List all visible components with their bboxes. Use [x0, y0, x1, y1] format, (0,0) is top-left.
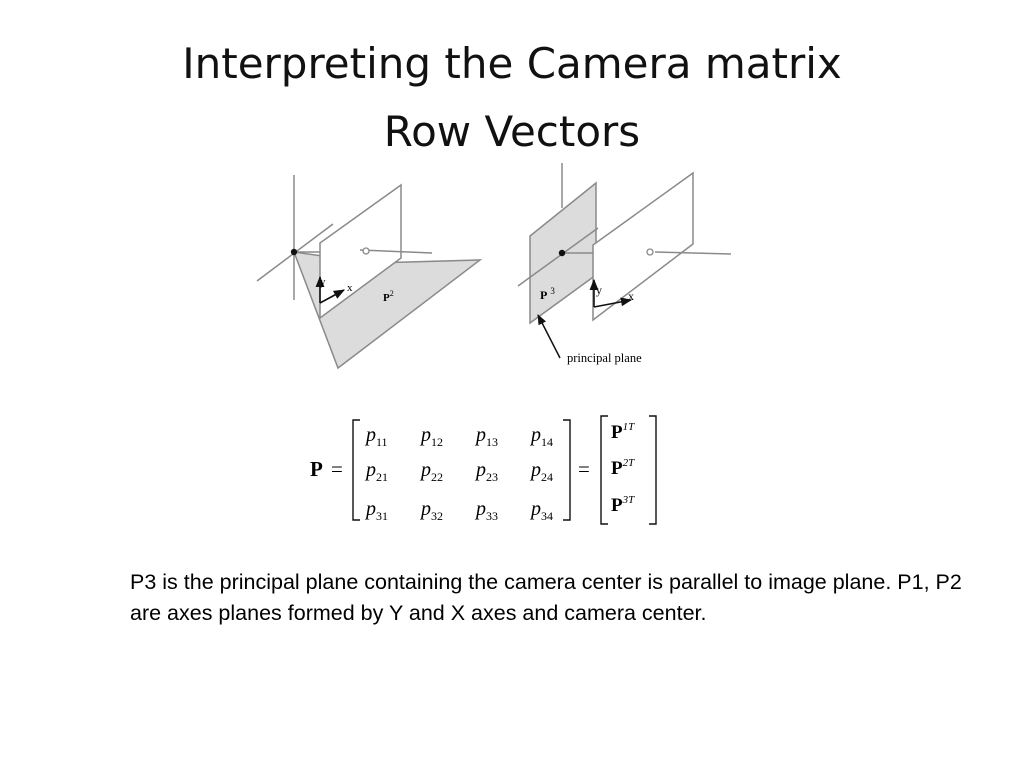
matrix-entry-p14: p14 [529, 424, 553, 449]
svg-text:P2: P2 [383, 289, 394, 304]
equation-equals-1: = [331, 457, 343, 481]
row-vector-3t: P3T [611, 494, 635, 516]
row-vectors: P1T P2T P3T [611, 421, 635, 516]
right-bracket-close [649, 415, 657, 525]
plane-label-p2: P [383, 292, 390, 304]
matrix-entry-p21: p21 [364, 459, 388, 484]
slide-title-line2: Row Vectors [383, 107, 641, 156]
svg-text:P3: P3 [540, 286, 555, 302]
slide-caption: P3 is the principal plane containing the… [130, 570, 962, 625]
slide-title-line1: Interpreting the Camera matrix [182, 39, 842, 88]
camera-center-right [558, 249, 566, 257]
left-bracket-open [352, 419, 360, 521]
left-bracket-close [563, 419, 571, 521]
equation-lhs: P [310, 457, 323, 481]
diagonal-axis-right [517, 227, 599, 287]
x-label-right: x [628, 289, 634, 303]
camera-matrix-equation: P = p11 p12 p13 p14 p21 p22 p23 p24 p31 p32 p33 p34… [310, 415, 657, 525]
matrix-entry-p23: p23 [474, 459, 498, 484]
row-vector-1t: P1T [611, 421, 635, 443]
plane-sup-p2: 2 [390, 289, 394, 298]
y-label-right: y [596, 283, 602, 297]
right-bracket-open [600, 415, 608, 525]
x-axis-arrow-left [319, 289, 345, 304]
matrix-entry-p33: p33 [474, 498, 498, 523]
image-plane-right [592, 171, 694, 322]
plane-sup-p3: 3 [550, 286, 555, 296]
principal-point-left [362, 247, 370, 255]
matrix-entries: p11 p12 p13 p14 p21 p22 p23 p24 p31 p32 p33 p34 [364, 424, 553, 523]
x-axis-arrow-right [593, 297, 633, 308]
matrix-entry-p24: p24 [529, 459, 553, 484]
matrix-entry-p13: p13 [474, 424, 498, 449]
principal-plane-annotation: principal plane [567, 351, 642, 365]
matrix-entry-p12: p12 [419, 424, 443, 449]
matrix-entry-p22: p22 [419, 459, 443, 484]
matrix-entry-p31: p31 [364, 498, 388, 523]
principal-axis-left [359, 249, 433, 254]
matrix-entry-p32: p32 [419, 498, 443, 523]
principal-point-right [646, 248, 654, 256]
principal-axis-right-ext [654, 251, 732, 255]
matrix-entry-p11: p11 [364, 424, 388, 449]
row-vector-2t: P2T [611, 457, 635, 479]
left-camera-diagram: y x P2 [256, 175, 483, 370]
matrix-entry-p34: p34 [529, 498, 553, 523]
annotation-arrow [537, 314, 561, 359]
x-label-left: x [347, 282, 353, 294]
camera-center-left [290, 248, 298, 256]
y-label-left: y [320, 276, 326, 288]
equation-equals-2: = [578, 457, 590, 481]
plane-label-p3: P [540, 288, 547, 302]
